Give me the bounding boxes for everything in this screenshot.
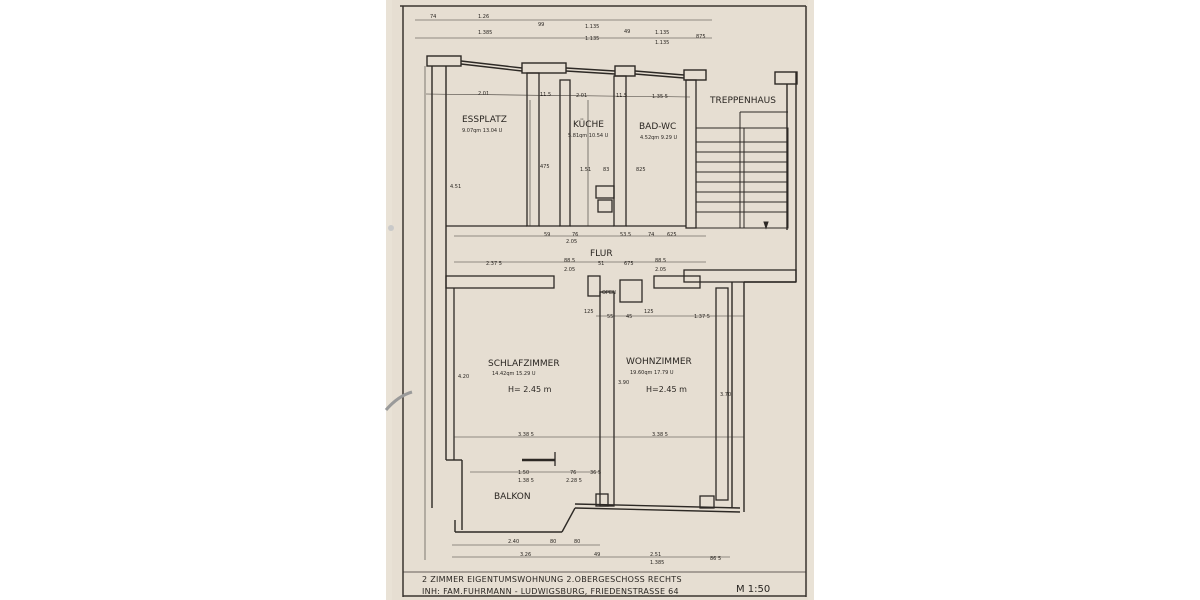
binder-ring: [384, 225, 413, 411]
dim-top-6: 49: [624, 29, 630, 35]
dim-row4-4: 1.37 5: [694, 314, 710, 320]
dim-row1-1: 11.5: [540, 92, 551, 98]
dim-kitchen-3: 1.51: [580, 167, 591, 173]
dim-top-9: 875: [696, 34, 706, 40]
exterior-walls: [426, 55, 798, 533]
staircase: [695, 111, 789, 230]
dim-row4-0: 125: [584, 309, 594, 315]
dim-row1-3: 11.5: [616, 93, 627, 99]
dim-row3-0: 2.37 5: [486, 261, 502, 267]
dim-top-7: 1.135: [655, 30, 669, 36]
dim-row1-2: 2.01: [576, 93, 587, 99]
title-line-2: INH: FAM.FUHRMANN - LUDWIGSBURG, FRIEDEN…: [422, 587, 679, 596]
dim-bottom1-1: 80: [550, 539, 556, 545]
room-flur-label: FLUR: [590, 249, 613, 259]
dim-bottom1-0: 2.40: [508, 539, 519, 545]
labels: 74 1.26 1.385 99 1.135 1.135 49 1.135 1.…: [403, 14, 806, 596]
dim-bottom2-4: 86 5: [710, 556, 721, 562]
dim-row1-0: 2.01: [478, 91, 489, 97]
dim-balkon-1: 1.38 5: [518, 478, 534, 484]
open-label: OPEN: [602, 290, 616, 296]
dim-row2-1: 76: [572, 232, 578, 238]
dim-row2-5: 625: [667, 232, 677, 238]
dim-row2-0: 59: [544, 232, 550, 238]
room-essplatz-area: 9.07qm 13.04 U: [462, 128, 503, 134]
dim-kitchen-2: 825: [636, 167, 646, 173]
dim-top-8: 1.135: [655, 40, 669, 46]
dim-wall-0: 4.20: [458, 374, 469, 380]
dim-row3-3: 51: [598, 261, 604, 267]
dim-top-4: 1.135: [585, 24, 599, 30]
room-schlafzimmer-area: 14.42qm 15.29 U: [492, 371, 536, 377]
room-schlafzimmer-label: SCHLAFZIMMER: [488, 359, 560, 369]
dim-bottom1-2: 80: [574, 539, 580, 545]
room-essplatz-label: ESSPLATZ: [462, 115, 507, 125]
dim-balkon-0: 1.50: [518, 470, 529, 476]
dim-kitchen-0: 475: [540, 164, 550, 170]
room-wohnzimmer-area: 19.60qm 17.79 U: [630, 370, 674, 376]
dim-row5-0: 3.38 5: [518, 432, 534, 438]
room-bad-label: BAD-WC: [639, 122, 676, 132]
dim-top-0: 74: [430, 14, 436, 20]
dim-row2-2: 2.05: [566, 239, 577, 245]
dim-ess-height: 4.51: [450, 184, 461, 190]
dim-row2-4: 74: [648, 232, 654, 238]
dim-balkon-2: 76: [570, 470, 576, 476]
dim-top-5: 1.135: [585, 36, 599, 42]
dim-bottom2-1: 49: [594, 552, 600, 558]
dim-row4-1: 55: [607, 314, 613, 320]
dim-balkon-3: 2.28 5: [566, 478, 582, 484]
dim-wall-1: 3.90: [618, 380, 629, 386]
room-wohnzimmer-label: WOHNZIMMER: [626, 357, 692, 367]
title-line-1: 2 ZIMMER EIGENTUMSWOHNUNG 2.OBERGESCHOSS…: [422, 575, 682, 584]
dim-row1-4: 1.35 5: [652, 94, 668, 100]
scale-label: M 1:50: [736, 584, 770, 595]
dim-bottom2-3: 1.385: [650, 560, 664, 566]
dim-row3-1: 88.5: [564, 258, 575, 264]
interior-walls: [445, 72, 797, 509]
room-kueche-area: 5.81qm 10.54 U: [568, 133, 609, 139]
room-treppenhaus-label: TREPPENHAUS: [709, 96, 776, 106]
room-schlafzimmer-height: H= 2.45 m: [508, 385, 552, 394]
dim-row4-3: 125: [644, 309, 654, 315]
dim-top-2: 1.385: [478, 30, 492, 36]
sheet-border: [400, 5, 807, 597]
dim-kitchen-1: 83: [603, 167, 609, 173]
dim-top-1: 1.26: [478, 14, 489, 20]
dim-row3-2: 2.05: [564, 267, 575, 273]
dim-bottom2-2: 2.51: [650, 552, 661, 558]
dim-row3-4: 675: [624, 261, 634, 267]
dim-row2-3: 53.5: [620, 232, 631, 238]
dim-wall-2: 3.70: [720, 392, 731, 398]
room-balkon-label: BALKON: [494, 492, 531, 502]
dim-row4-2: 45: [626, 314, 632, 320]
dimension-lines: [415, 19, 744, 560]
dim-top-3: 99: [538, 22, 544, 28]
dim-row5-1: 3.38 5: [652, 432, 668, 438]
dim-row3-6: 2.05: [655, 267, 666, 273]
room-kueche-label: KÜCHE: [573, 119, 604, 130]
dim-row3-5: 88.5: [655, 258, 666, 264]
dim-balkon-4: 36 5: [590, 470, 601, 476]
room-wohnzimmer-height: H=2.45 m: [646, 385, 687, 394]
dim-bottom2-0: 3.26: [520, 552, 531, 558]
room-bad-area: 4.52qm 9.29 U: [640, 135, 677, 141]
